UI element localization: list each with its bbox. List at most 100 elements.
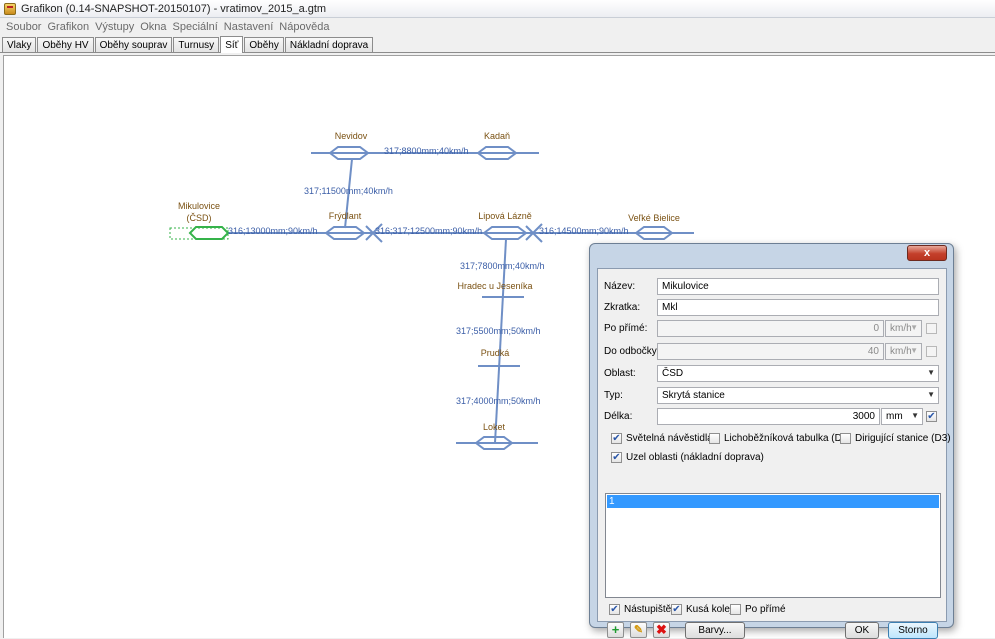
length-field[interactable]: 3000 (657, 408, 880, 425)
colors-button[interactable]: Barvy... (685, 622, 745, 639)
tab-trains[interactable]: Vlaky (2, 37, 37, 52)
add-track-button[interactable]: + (607, 622, 624, 638)
line-label-lipova-hradec: 317;7800mm;40km/h (460, 261, 545, 271)
chevron-down-icon: ▼ (910, 323, 918, 332)
station-name-loket: Loket (483, 422, 506, 432)
menu-windows[interactable]: Okna (140, 20, 167, 33)
station-name-mikulovice-area: (ČSD) (187, 213, 212, 223)
line-label-hradec-prudka: 317;5500mm;50km/h (456, 326, 541, 336)
network-diagram[interactable]: Nevidov Kadaň Mikulovice (ČSD) Frýdlant … (4, 56, 995, 638)
edit-track-button[interactable]: ✎ (630, 622, 647, 638)
type-select[interactable]: Skrytá stanice ▼ (657, 387, 939, 404)
station-name-frydlant: Frýdlant (329, 211, 362, 221)
app-icon (4, 2, 16, 15)
station-name-mikulovice: Mikulovice (178, 201, 220, 211)
delete-icon: ✖ (656, 622, 667, 637)
branch-speed-checkbox[interactable] (926, 346, 937, 357)
line-label-frydlant-lipova: 316;317;12500mm;90km/h (375, 226, 482, 236)
station-loket (474, 436, 514, 450)
line-lipova-loket (494, 238, 507, 444)
tab-network[interactable]: Síť (220, 36, 244, 53)
branch-speed-unit-value: km/h (890, 346, 912, 357)
ladder-table-checkbox[interactable] (709, 433, 720, 444)
area-node-checkbox[interactable]: ✔ (611, 452, 622, 463)
tracks-list[interactable]: 1 (605, 493, 941, 598)
branch-speed-field[interactable]: 40 (657, 343, 884, 360)
station-bielice (634, 226, 674, 240)
tab-train-unit-cycles[interactable]: Oběhy souprav (94, 37, 173, 52)
type-select-value: Skrytá stanice (662, 390, 725, 401)
signals-checkbox[interactable]: ✔ (611, 433, 622, 444)
close-button[interactable]: x (907, 245, 947, 261)
straight-speed-label: Po přímé: (604, 323, 648, 334)
platform-checkbox[interactable]: ✔ (609, 604, 620, 615)
line-label-prudka-loket: 317;4000mm;50km/h (456, 396, 541, 406)
branch-speed-label: Do odbočky: (604, 346, 660, 357)
station-kadan (476, 146, 518, 160)
control-station-label: Dirigující stanice (D3) (855, 433, 951, 444)
frydlant-switch-b (365, 223, 383, 241)
menu-file[interactable]: Soubor (6, 20, 42, 33)
station-name-lipova: Lipová Lázně (478, 211, 532, 221)
area-row: Oblast: ČSD ▼ (598, 365, 948, 382)
length-unit-select[interactable]: mm ▼ (881, 408, 923, 425)
station-name-kadan: Kadaň (484, 131, 510, 141)
area-node-label: Uzel oblasti (nákladní doprava) (626, 452, 764, 463)
control-station-checkbox[interactable] (840, 433, 851, 444)
chevron-down-icon: ▼ (927, 368, 935, 377)
area-select-value: ČSD (662, 368, 684, 379)
dialog-body: Název: Mikulovice Zkratka: Mkl Po přímé:… (597, 268, 951, 639)
station-name-prudka: Prudká (481, 348, 510, 358)
name-label: Název: (604, 281, 636, 292)
platform-label: Nástupiště (624, 604, 672, 615)
chevron-down-icon: ▼ (910, 346, 918, 355)
area-select[interactable]: ČSD ▼ (657, 365, 939, 382)
station-frydlant (324, 226, 366, 240)
plus-icon: + (611, 622, 620, 637)
station-lipova (482, 226, 528, 240)
straight-speed-unit[interactable]: km/h ▼ (885, 320, 922, 337)
menu-special[interactable]: Speciální (172, 20, 218, 33)
straight-speed-unit-value: km/h (890, 323, 912, 334)
abbr-label: Zkratka: (604, 302, 641, 313)
station-name-bielice: Veľké Bielice (628, 213, 680, 223)
line-label-nevidov-kadan: 317;8800mm;40km/h (384, 146, 469, 156)
menu-settings[interactable]: Nastavení (223, 20, 274, 33)
menu-outputs[interactable]: Výstupy (95, 20, 135, 33)
menu-bar: Soubor Grafikon Výstupy Okna Speciální N… (0, 18, 995, 35)
signals-label: Světelná návěstidla (626, 433, 713, 444)
branch-speed-unit[interactable]: km/h ▼ (885, 343, 922, 360)
cancel-button[interactable]: Storno (888, 622, 938, 639)
lipova-switch-b (525, 223, 543, 241)
tab-rosters[interactable]: Turnusy (173, 37, 220, 52)
length-label: Délka: (604, 411, 633, 422)
window-title: Grafikon (0.14-SNAPSHOT-20150107) - vrat… (21, 2, 327, 15)
straight-speed-field[interactable]: 0 (657, 320, 884, 337)
track-straight-checkbox[interactable] (730, 604, 741, 615)
branch-speed-row: Do odbočky: 40 km/h ▼ (598, 343, 948, 360)
line-label-lipova-bielice: 316;14500mm;90km/h (539, 226, 629, 236)
title-bar: Grafikon (0.14-SNAPSHOT-20150107) - vrat… (0, 0, 995, 18)
menu-grafikon[interactable]: Grafikon (47, 20, 90, 33)
station-name-nevidov: Nevidov (335, 131, 368, 141)
tab-cycles[interactable]: Oběhy (244, 37, 284, 52)
pencil-icon: ✎ (633, 624, 644, 636)
length-row: Délka: 3000 mm ▼ ✔ (598, 408, 948, 425)
tab-freight[interactable]: Nákladní doprava (284, 37, 374, 52)
selection-mikulovice (169, 227, 229, 240)
ladder-table-label: Lichoběžníková tabulka (D3) (724, 433, 851, 444)
stub-track-label: Kusá kolej (686, 604, 733, 615)
ok-button[interactable]: OK (845, 622, 879, 639)
tab-engine-cycles[interactable]: Oběhy HV (37, 37, 94, 52)
list-item[interactable]: 1 (607, 495, 939, 508)
menu-help[interactable]: Nápověda (279, 20, 330, 33)
abbr-field[interactable]: Mkl (657, 299, 939, 316)
station-nevidov (328, 146, 370, 160)
delete-track-button[interactable]: ✖ (653, 622, 670, 638)
straight-speed-row: Po přímé: 0 km/h ▼ (598, 320, 948, 337)
stub-track-checkbox[interactable]: ✔ (671, 604, 682, 615)
station-name-hradec: Hradec u Jeseníka (457, 281, 532, 291)
name-field[interactable]: Mikulovice (657, 278, 939, 295)
length-checkbox[interactable]: ✔ (926, 411, 937, 422)
straight-speed-checkbox[interactable] (926, 323, 937, 334)
